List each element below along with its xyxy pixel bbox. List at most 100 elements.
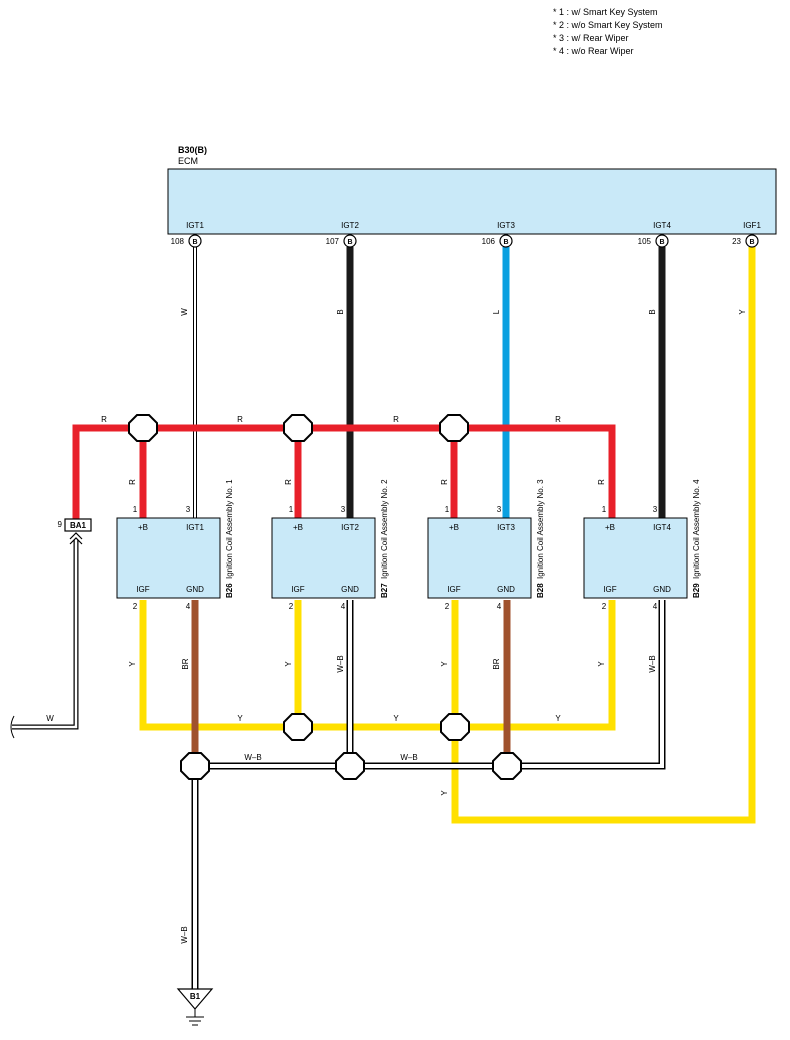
coil4-pin-1: 1 <box>602 505 607 514</box>
note-3: * 3 : w/ Rear Wiper <box>553 33 629 43</box>
label-w-igt1: W <box>180 308 189 316</box>
ignition-coil-4: 1 3 +B IGT4 IGF GND 2 4 B29 Ignition Coi… <box>583 479 701 611</box>
coil1-name: Ignition Coil Assembly No. 1 <box>225 479 234 579</box>
coil1-pin-2: 2 <box>133 602 138 611</box>
note-1: * 1 : w/ Smart Key System <box>553 7 658 17</box>
splice-y-2 <box>440 713 470 741</box>
coil4-label-igt4: IGT4 <box>653 523 671 532</box>
wire-w-ba1 <box>10 540 79 739</box>
label-y-coil3: Y <box>440 661 449 667</box>
ecm-pin-23: 23 <box>732 237 741 246</box>
label-wb-bus-2: W–B <box>400 753 417 762</box>
label-y-bus-1: Y <box>237 714 243 723</box>
ecm-connector-code: B30(B) <box>178 145 207 155</box>
wire-color-labels: W B L B Y R R R R R R R R Y BR Y W–B Y B… <box>46 308 747 944</box>
splice-wb-2 <box>335 752 365 780</box>
ecm-conn-b-5: B <box>749 239 754 246</box>
coil2-label-gnd: GND <box>341 585 359 594</box>
ecm-conn-b-2: B <box>347 239 352 246</box>
coil2-label-igt2: IGT2 <box>341 523 359 532</box>
coil2-label-igf: IGF <box>291 585 304 594</box>
note-4: * 4 : w/o Rear Wiper <box>553 46 634 56</box>
ecm-pin-106: 106 <box>482 237 496 246</box>
label-wb-coil4: W–B <box>648 655 657 672</box>
label-y-igf1-return: Y <box>440 790 449 796</box>
ignition-coil-3: 1 3 +B IGT3 IGF GND 2 4 B28 Ignition Coi… <box>427 479 545 611</box>
coil2-pin-3: 3 <box>341 505 346 514</box>
coil4-code: B29 <box>692 583 701 598</box>
coil3-pin-4: 4 <box>497 602 502 611</box>
wire-y-igf1 <box>451 247 756 824</box>
coil4-label-gnd: GND <box>653 585 671 594</box>
coil1-pin-4: 4 <box>186 602 191 611</box>
label-y-bus-2: Y <box>393 714 399 723</box>
ecm-pin-105: 105 <box>638 237 652 246</box>
ba1-pin: 9 <box>58 520 63 529</box>
label-wb-bus-1: W–B <box>244 753 261 762</box>
coil3-label-plusb: +B <box>449 523 459 532</box>
label-y-coil4: Y <box>597 661 606 667</box>
wire-r-bus <box>72 424 616 520</box>
wire-y-igf-bus <box>139 600 616 731</box>
coil3-label-gnd: GND <box>497 585 515 594</box>
label-y-coil2: Y <box>284 661 293 667</box>
coil1-pin-3: 3 <box>186 505 191 514</box>
notes-list: * 1 : w/ Smart Key System * 2 : w/o Smar… <box>553 6 663 58</box>
coil2-code: B27 <box>380 583 389 598</box>
splice-points <box>128 414 522 780</box>
coil3-pin-1: 1 <box>445 505 450 514</box>
label-b-igt2: B <box>336 309 345 314</box>
label-y-igf1: Y <box>738 309 747 315</box>
splice-r-3 <box>439 414 469 442</box>
ecm-conn-b-3: B <box>503 239 508 246</box>
ground-b1-name: B1 <box>190 992 201 1001</box>
label-r-bus-3: R <box>393 415 399 424</box>
coil3-pin-3: 3 <box>497 505 502 514</box>
ecm-pin-igt2-label: IGT2 <box>341 221 359 230</box>
label-y-coil1: Y <box>128 661 137 667</box>
coil1-label-gnd: GND <box>186 585 204 594</box>
coil1-code: B26 <box>225 583 234 598</box>
wire-wb-ground <box>191 600 666 990</box>
label-r-coil2: R <box>284 479 293 485</box>
ecm-pin-circles <box>188 234 759 248</box>
coil1-label-plusb: +B <box>138 523 148 532</box>
ignition-coil-1: 1 3 +B IGT1 IGF GND 2 4 B26 Ignition Coi… <box>116 479 234 611</box>
label-y-bus-3: Y <box>555 714 561 723</box>
coil1-label-igf: IGF <box>136 585 149 594</box>
label-wb-ground: W–B <box>180 926 189 943</box>
splice-y-1 <box>283 713 313 741</box>
label-r-coil1: R <box>128 479 137 485</box>
ecm-pin-107: 107 <box>326 237 340 246</box>
label-r-coil3: R <box>440 479 449 485</box>
splice-wb-3 <box>492 752 522 780</box>
coil4-name: Ignition Coil Assembly No. 4 <box>692 479 701 579</box>
coil2-name: Ignition Coil Assembly No. 2 <box>380 479 389 579</box>
ecm-pin-igt3-label: IGT3 <box>497 221 515 230</box>
coil4-pin-3: 3 <box>653 505 658 514</box>
splice-r-2 <box>283 414 313 442</box>
note-2: * 2 : w/o Smart Key System <box>553 20 663 30</box>
label-r-bus-4: R <box>555 415 561 424</box>
label-br-coil1: BR <box>181 658 190 669</box>
coil2-label-plusb: +B <box>293 523 303 532</box>
coil3-label-igf: IGF <box>447 585 460 594</box>
coil3-name: Ignition Coil Assembly No. 3 <box>536 479 545 579</box>
label-l-igt3: L <box>492 309 501 314</box>
ecm-conn-b-4: B <box>659 239 664 246</box>
coil2-pin-1: 1 <box>289 505 294 514</box>
ground-b1: B1 <box>176 988 214 1026</box>
connector-ba1: 9 BA1 <box>58 518 92 545</box>
ecm-pin-igf1-label: IGF1 <box>743 221 761 230</box>
label-r-bus-2: R <box>237 415 243 424</box>
label-br-coil3: BR <box>492 658 501 669</box>
coil3-label-igt3: IGT3 <box>497 523 515 532</box>
ecm-pin-108: 108 <box>171 237 185 246</box>
coil4-pin-4: 4 <box>653 602 658 611</box>
ecm-conn-b-1: B <box>192 239 197 246</box>
coil4-pin-2: 2 <box>602 602 607 611</box>
ba1-name: BA1 <box>70 521 87 530</box>
label-wb-coil2: W–B <box>336 655 345 672</box>
label-r-coil4: R <box>597 479 606 485</box>
